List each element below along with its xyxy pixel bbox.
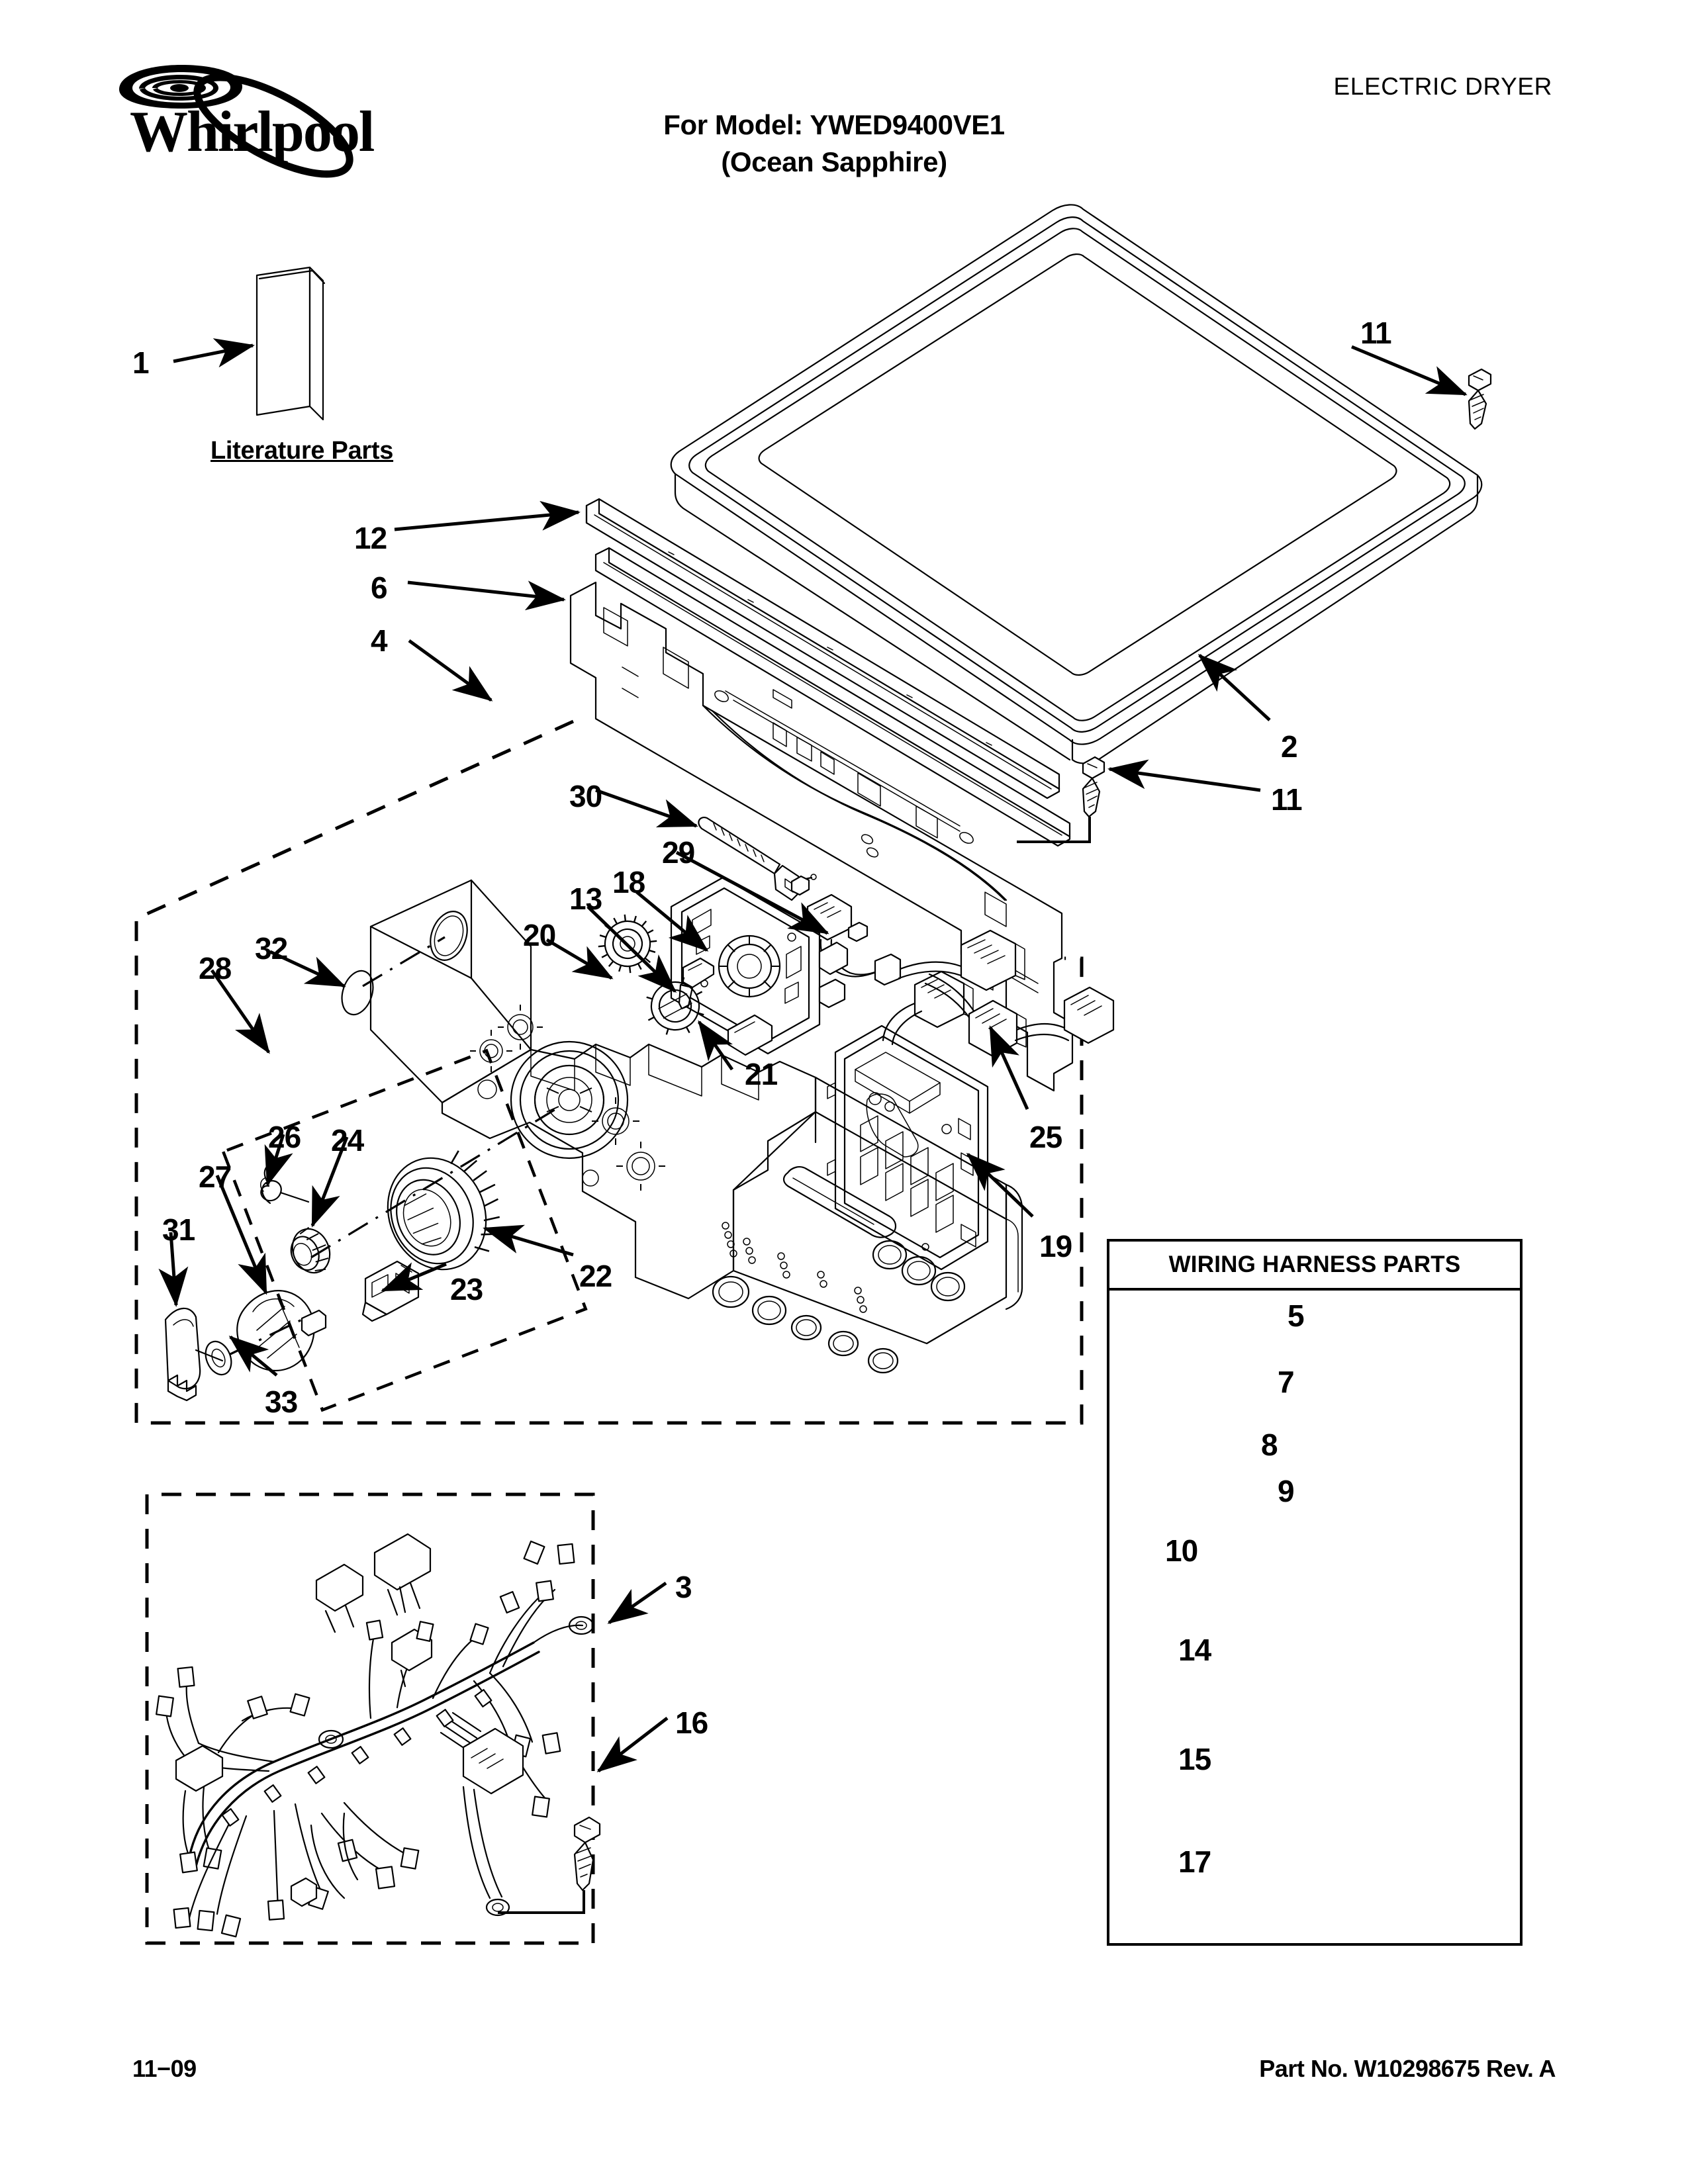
whirlpool-logo: Whirlpool <box>113 53 391 195</box>
callout-4-console-assembly-boundary: 4 <box>371 623 388 658</box>
harness-dashed-boundary <box>145 1492 595 1945</box>
callout-8-terminal-female: 8 <box>1261 1428 1278 1462</box>
latch-catch-illustration <box>361 1260 420 1322</box>
callout-5-harness-clip: 5 <box>1288 1298 1305 1333</box>
literature-parts-illustration <box>256 266 326 421</box>
washer-illustration <box>205 1340 232 1376</box>
model-block: For Model: YWED9400VE1 (Ocean Sapphire) <box>649 109 1019 178</box>
console-trim-strip-illustration <box>585 498 1071 847</box>
footer-part-number: Part No. W10298675 Rev. A <box>1259 2055 1556 2082</box>
callout-31-handle-trim: 31 <box>162 1212 195 1247</box>
main-control-board-illustration <box>827 1024 989 1271</box>
callout-9-connector-housing-4pin: 9 <box>1278 1474 1295 1508</box>
console-assembly-dashed-boundary <box>134 719 1084 1425</box>
callout-1-literature-parts-manual: 1 <box>132 345 150 380</box>
cable-tie-illustration <box>698 817 817 901</box>
callout-33-washer: 33 <box>265 1385 298 1419</box>
control-knob-shaft-illustration <box>678 957 715 1010</box>
footer-date-code: 11−09 <box>132 2055 197 2082</box>
control-knob-illustration <box>387 1150 500 1271</box>
callout-17-connector-housing-keyed-b: 17 <box>1178 1844 1211 1879</box>
callout-22-control-knob: 22 <box>579 1259 612 1293</box>
callout-15-connector-housing-keyed-a: 15 <box>1178 1742 1211 1776</box>
literature-parts-label: Literature Parts <box>211 437 394 465</box>
document-type-label: ELECTRIC DRYER <box>1333 73 1552 100</box>
callout-21-knob-coupler: 21 <box>745 1057 778 1091</box>
wiring-harness-title-bar: WIRING HARNESS PARTS <box>1109 1242 1520 1291</box>
left-cluster-dashed-box <box>221 1048 588 1412</box>
callout-19-main-control-board: 19 <box>1039 1229 1072 1263</box>
callout-10-terminal-male: 10 <box>1165 1533 1198 1568</box>
callout-24-knob-retainer-ring: 24 <box>331 1123 364 1158</box>
wiring-harness-parts-panel: WIRING HARNESS PARTS <box>1107 1239 1523 1946</box>
wiring-harness-title: WIRING HARNESS PARTS <box>1168 1251 1461 1277</box>
callout-29-wire-connector-assembly: 29 <box>662 835 695 870</box>
callout-18-user-interface-board: 18 <box>612 865 645 899</box>
screw-upper-illustration <box>1468 368 1492 430</box>
handle-trim-illustration <box>164 1307 224 1402</box>
callout-25-console-wire-harness: 25 <box>1029 1120 1062 1154</box>
callout-11-screw-top-panel: 11 <box>1360 316 1392 350</box>
callout-11-screw-console: 11 <box>1271 782 1303 817</box>
screw-console-illustration <box>1017 756 1105 843</box>
callout-7-connector-housing-3pin: 7 <box>1278 1365 1295 1399</box>
screw-harness-illustration <box>498 1816 601 1914</box>
callout-20-encoder-gear: 20 <box>523 918 556 952</box>
knob-retainer-illustration <box>290 1226 331 1274</box>
callout-32-console-plug-button: 32 <box>255 931 288 966</box>
callout-30-cable-tie: 30 <box>569 779 602 813</box>
callout-26-spring: 26 <box>268 1120 301 1154</box>
model-color-label: (Ocean Sapphire) <box>721 146 947 177</box>
main-wire-harness-illustration <box>156 1533 594 1938</box>
callout-23-latch-catch: 23 <box>450 1272 483 1306</box>
callout-14-connector-housing-6pin: 14 <box>1178 1633 1211 1667</box>
console-housing-illustration <box>369 879 1023 1374</box>
top-panel-illustration <box>670 204 1483 764</box>
callout-13-control-knob-shaft: 13 <box>569 882 602 916</box>
callout-6-rear-console-bracket: 6 <box>371 570 388 605</box>
callout-3-main-wire-harness: 3 <box>675 1570 692 1604</box>
callout-27-door-handle-insert: 27 <box>199 1160 232 1194</box>
knob-coupler-illustration <box>646 977 704 1035</box>
model-number-label: For Model: YWED9400VE1 <box>663 109 1005 140</box>
svg-text:Whirlpool: Whirlpool <box>130 100 374 164</box>
callout-2-top-panel: 2 <box>1281 729 1298 764</box>
callout-28-console-end-cap-left: 28 <box>199 951 232 985</box>
callout-16-screw-harness: 16 <box>675 1706 708 1740</box>
console-plug-button-illustration <box>341 970 374 1016</box>
callout-12-console-trim-strip: 12 <box>354 521 387 555</box>
